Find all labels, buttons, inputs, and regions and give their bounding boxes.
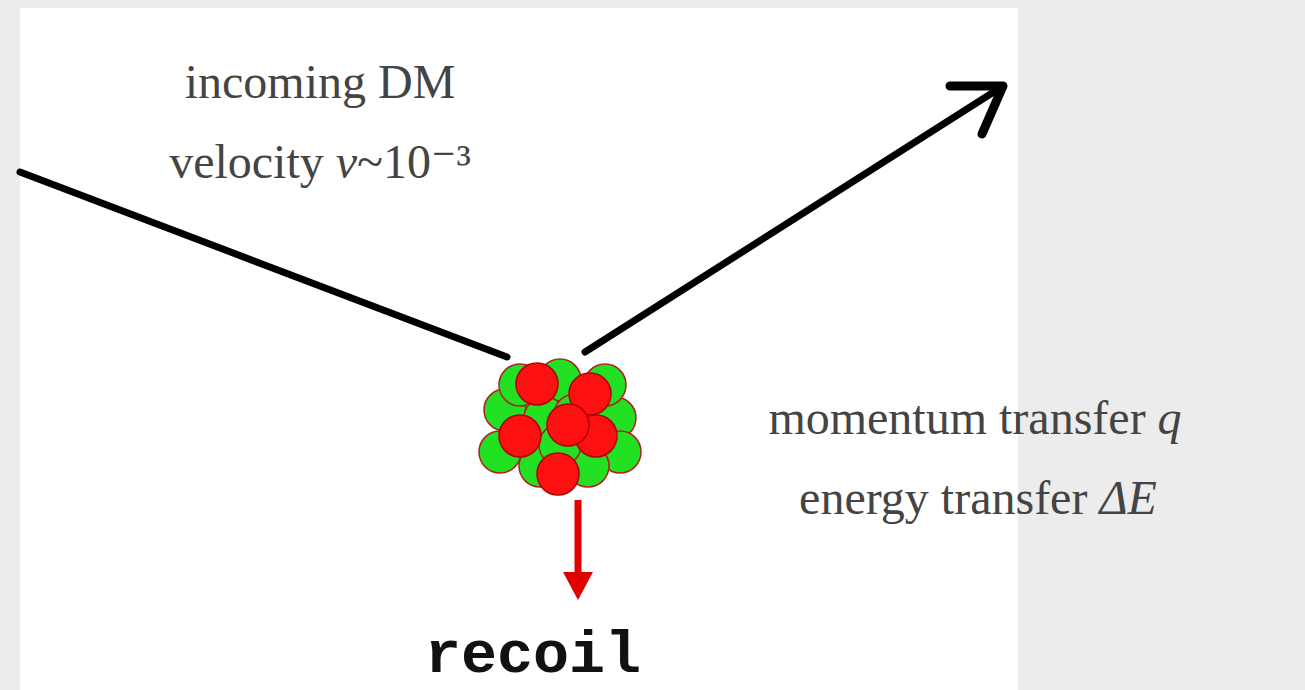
caption-text: incoming DM (185, 54, 456, 110)
outgoing-track (585, 88, 1000, 352)
white-panel (20, 8, 1018, 690)
velocity-text: velocity v~10⁻³ (169, 134, 471, 190)
proton (537, 453, 579, 495)
recoil-label: recoil (425, 626, 641, 686)
recoil-shaft (575, 500, 582, 578)
proton (547, 404, 589, 446)
momentum-text: momentum transfer q (768, 390, 1181, 446)
proton (516, 363, 558, 405)
energy-text: energy transfer ΔE (799, 470, 1157, 526)
recoil-head (563, 572, 593, 600)
proton (499, 415, 541, 457)
arrow-head (950, 86, 1003, 134)
recoil-arrow (563, 500, 593, 600)
outgoing-arrow (585, 86, 1003, 352)
incoming-track (20, 172, 507, 357)
nucleus (479, 359, 641, 495)
